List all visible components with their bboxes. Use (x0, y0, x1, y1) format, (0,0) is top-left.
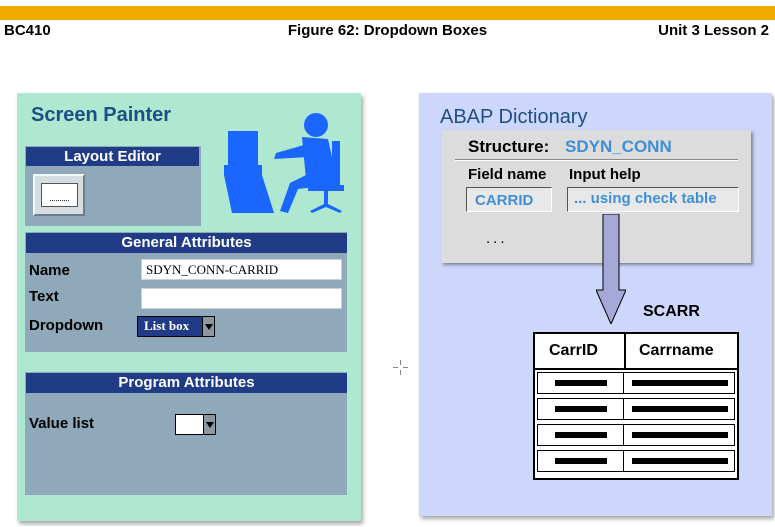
chevron-down-icon[interactable] (203, 415, 215, 434)
table-row (537, 398, 735, 420)
dropdown-value: List box (144, 318, 190, 333)
structure-label: Structure: (468, 137, 550, 156)
field-name-value: CARRID (466, 187, 552, 212)
text-field[interactable] (141, 288, 342, 309)
input-help-value: ... using check table (567, 187, 739, 212)
placeholder-value (555, 406, 607, 412)
layout-editor-button[interactable] (33, 174, 85, 216)
structure-name: SDYN_CONN (565, 137, 672, 156)
layout-editor-title: Layout Editor (26, 147, 199, 166)
input-help-header: Input help (569, 166, 641, 183)
name-field[interactable]: SDYN_CONN-CARRID (141, 259, 342, 280)
header-accent-bar (0, 6, 775, 20)
unit-lesson: Unit 3 Lesson 2 (658, 22, 769, 39)
check-table: CarrID Carrname (533, 332, 739, 480)
table-row (537, 450, 735, 472)
screen-preview-icon (41, 183, 78, 207)
person-at-computer-icon (224, 113, 344, 213)
screen-painter-title: Screen Painter (31, 104, 172, 126)
header-divider (624, 334, 626, 368)
placeholder-value (555, 432, 607, 438)
placeholder-value (632, 432, 728, 438)
dropdown-select[interactable]: List box (137, 316, 215, 337)
column-header-carrid: CarrID (549, 342, 598, 359)
placeholder-value (555, 458, 607, 464)
placeholder-value (632, 380, 728, 386)
text-label: Text (29, 288, 59, 305)
course-code: BC410 (4, 22, 51, 39)
field-name-header: Field name (468, 166, 547, 183)
figure-title: Figure 62: Dropdown Boxes (287, 22, 488, 39)
name-label: Name (29, 262, 70, 279)
column-header-carrname: Carrname (639, 342, 714, 359)
program-attributes-title: Program Attributes (26, 373, 347, 393)
down-arrow-icon (596, 214, 626, 324)
placeholder-value (555, 380, 607, 386)
header-underline (535, 368, 737, 370)
preview-line (50, 200, 69, 201)
abap-dictionary-title: ABAP Dictionary (440, 106, 588, 128)
general-attributes-title: General Attributes (26, 233, 347, 253)
table-row (537, 372, 735, 394)
dropdown-label: Dropdown (29, 317, 104, 334)
chevron-down-icon[interactable] (202, 317, 214, 336)
more-fields-ellipsis: ... (486, 230, 508, 247)
crosshair-icon (393, 360, 408, 375)
placeholder-value (632, 458, 728, 464)
table-row (537, 424, 735, 446)
value-list-label: Value list (29, 415, 95, 432)
check-table-name: SCARR (643, 303, 700, 320)
placeholder-value (632, 406, 728, 412)
value-list-select[interactable] (175, 414, 216, 435)
structure-divider (455, 159, 738, 160)
